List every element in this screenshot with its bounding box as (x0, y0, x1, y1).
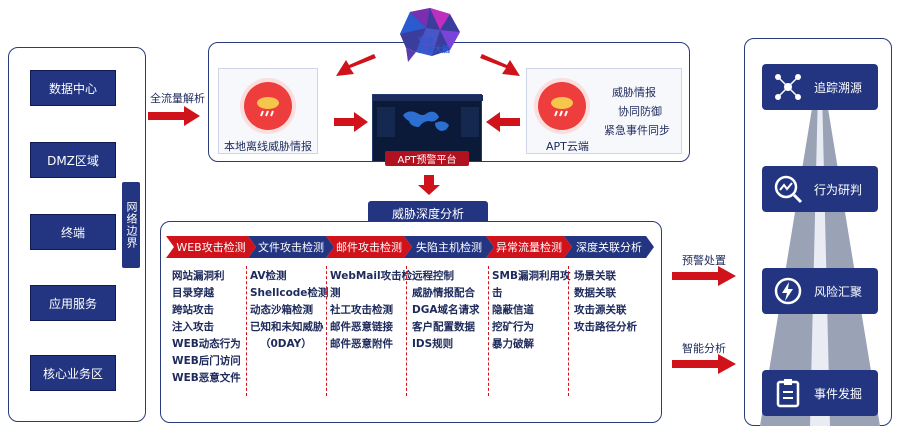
tab-mail-attack[interactable]: 邮件攻击检测 (326, 236, 412, 258)
full-traffic-arrow (148, 106, 200, 126)
right-item-label: 行为研判 (814, 182, 863, 197)
local-intel-label: 本地离线威胁情报 (224, 140, 312, 153)
brain-logo-icon (400, 8, 460, 62)
right-item-event[interactable]: 事件发掘 (762, 370, 878, 416)
platform-label: APT预警平台 (385, 151, 469, 166)
arrow-down (418, 175, 440, 195)
zone-core-business[interactable]: 核心业务区 (30, 355, 116, 391)
column-divider (406, 266, 407, 396)
network-icon (770, 69, 806, 105)
tab-deep-correlation[interactable]: 深度关联分析 (564, 236, 654, 258)
tab-compromised-host[interactable]: 失陷主机检测 (404, 236, 494, 258)
brain-arrow-left (336, 54, 376, 76)
smart-analysis-label: 智能分析 (682, 342, 726, 355)
column-divider (326, 266, 327, 396)
column-divider (568, 266, 569, 396)
warning-disposal-arrow (672, 266, 736, 286)
column-divider (246, 266, 247, 396)
column-mail: WebMail攻击检测社工攻击检测 邮件恶意链接邮件恶意附件 (330, 270, 413, 350)
right-item-trace[interactable]: 追踪溯源 (762, 64, 878, 110)
apt-cloud-card (526, 68, 682, 154)
cloud-item-1: 威胁情报 (612, 86, 656, 99)
tab-file-attack[interactable]: 文件攻击检测 (248, 236, 334, 258)
cloud-rain-icon (244, 82, 292, 130)
brain-arrow-right (480, 54, 520, 76)
zone-dmz[interactable]: DMZ区域 (30, 142, 116, 178)
brain-label: 安全 数据大脑 (418, 36, 450, 54)
cloud-item-2: 协同防御 (618, 105, 662, 118)
clipboard-icon (770, 375, 806, 411)
apt-cloud-label: APT云端 (546, 140, 589, 153)
right-item-behavior[interactable]: 行为研判 (762, 166, 878, 212)
lightning-shield-icon (770, 273, 806, 309)
column-traffic: SMB漏洞利用攻击隐蔽信道 挖矿行为暴力破解 (492, 270, 571, 350)
platform-screen: APT预警平台 (372, 94, 483, 166)
right-item-label: 风险汇聚 (814, 284, 863, 299)
column-divider (488, 266, 489, 396)
warning-disposal-label: 预警处置 (682, 254, 726, 267)
arrow-to-platform-left (334, 112, 368, 132)
network-boundary-label: 网络边界 (122, 182, 140, 268)
tab-abnormal-traffic[interactable]: 异常流量检测 (486, 236, 572, 258)
cloud-rain-icon (538, 82, 586, 130)
right-item-label: 事件发掘 (814, 386, 863, 401)
smart-analysis-arrow (672, 354, 736, 374)
right-item-risk[interactable]: 风险汇聚 (762, 268, 878, 314)
arrow-to-platform-right (486, 112, 520, 132)
zone-app-services[interactable]: 应用服务 (30, 285, 116, 321)
zone-data-center[interactable]: 数据中心 (30, 70, 116, 106)
tab-web-attack[interactable]: WEB攻击检测 (166, 236, 256, 258)
road-graphic (760, 90, 880, 426)
column-correlation: 场景关联数据关联攻击源关联 攻击路径分析 (574, 270, 637, 333)
full-traffic-label: 全流量解析 (150, 92, 205, 105)
trend-search-icon (770, 171, 806, 207)
zone-terminal[interactable]: 终端 (30, 214, 116, 250)
cloud-item-3: 紧急事件同步 (604, 124, 670, 137)
right-item-label: 追踪溯源 (814, 80, 863, 95)
